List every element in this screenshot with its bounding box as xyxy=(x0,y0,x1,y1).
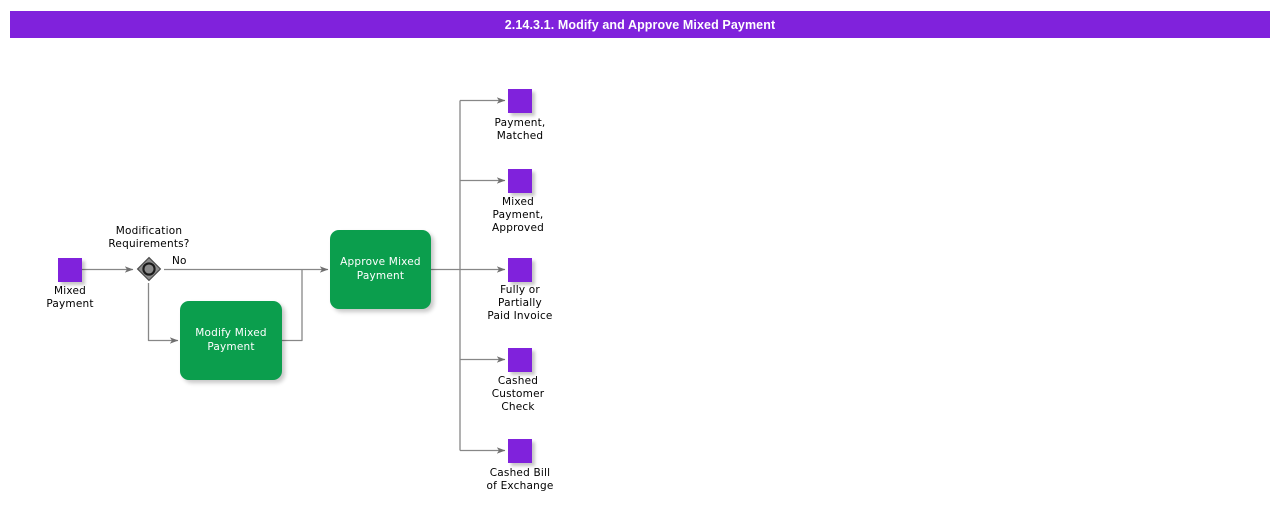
end-event-cashed-bill-of-exchange-label: Cashed Bill of Exchange xyxy=(486,467,554,492)
task-approve-mixed-payment[interactable]: Approve Mixed Payment xyxy=(330,230,431,309)
end-event-mixed-payment-approved-label: Mixed Payment, Approved xyxy=(492,196,544,234)
end-event-payment-matched-label: Payment, Matched xyxy=(494,117,546,142)
end-event-cashed-bill-of-exchange[interactable] xyxy=(508,439,532,463)
edge-label-no: No xyxy=(172,255,187,267)
end-event-cashed-customer-check-label: Cashed Customer Check xyxy=(491,375,545,413)
diagram-title-bar: 2.14.3.1. Modify and Approve Mixed Payme… xyxy=(10,11,1270,38)
page-title: 2.14.3.1. Modify and Approve Mixed Payme… xyxy=(504,17,776,32)
gateway-modification-requirements[interactable] xyxy=(136,256,162,282)
event-based-gateway-icon xyxy=(136,256,162,282)
end-event-mixed-payment-approved[interactable] xyxy=(508,169,532,193)
end-event-fully-or-partially-paid-invoice[interactable] xyxy=(508,258,532,282)
flow-modify-back-to-approve-line xyxy=(282,269,303,342)
task-modify-mixed-payment-label: Modify Mixed Payment xyxy=(195,327,267,353)
gateway-modification-requirements-label: Modification Requirements? xyxy=(108,225,190,250)
task-modify-mixed-payment[interactable]: Modify Mixed Payment xyxy=(180,301,282,380)
start-event-mixed-payment-label: Mixed Payment xyxy=(46,285,94,310)
task-approve-mixed-payment-label: Approve Mixed Payment xyxy=(340,256,421,282)
flow-gateway-to-modify xyxy=(147,283,179,344)
end-event-payment-matched[interactable] xyxy=(508,89,532,113)
end-event-cashed-customer-check[interactable] xyxy=(508,348,532,372)
end-event-fully-or-partially-paid-invoice-label: Fully or Partially Paid Invoice xyxy=(487,284,553,322)
start-event-mixed-payment[interactable] xyxy=(58,258,82,282)
